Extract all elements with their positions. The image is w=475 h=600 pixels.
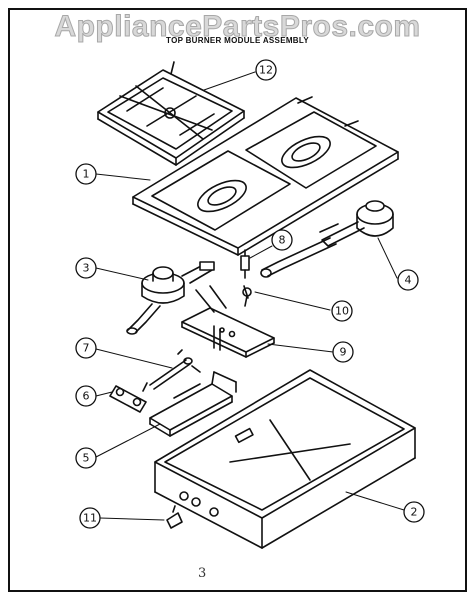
callout-circle-6 xyxy=(75,385,97,407)
cooktop-panel-part xyxy=(132,96,399,256)
leader-lines xyxy=(95,71,405,521)
small-fitting-part xyxy=(166,505,183,529)
electrode-part xyxy=(240,249,250,279)
callout-label-10: 10 xyxy=(335,305,349,318)
callout-label-8: 8 xyxy=(279,234,286,247)
left-burner-part xyxy=(126,261,215,335)
valve-part xyxy=(142,349,201,392)
grate-part xyxy=(97,61,245,166)
callout-circle-3 xyxy=(75,257,97,279)
callout-circle-8 xyxy=(271,229,293,251)
bracket-part xyxy=(181,285,275,358)
callout-label-1: 1 xyxy=(83,168,90,181)
callout-label-11: 11 xyxy=(83,512,97,525)
callout-label-7: 7 xyxy=(83,342,90,355)
callout-label-5: 5 xyxy=(83,452,90,465)
callout-label-9: 9 xyxy=(340,346,347,359)
page-border xyxy=(8,8,467,592)
mounting-bracket-part xyxy=(149,371,237,437)
callout-circle-9 xyxy=(332,341,354,363)
callout-circle-11 xyxy=(79,507,101,529)
callout-circle-1 xyxy=(75,163,97,185)
callout-circle-7 xyxy=(75,337,97,359)
igniter-part xyxy=(242,285,252,307)
drip-tray-part xyxy=(154,369,416,549)
page-mark: 3 xyxy=(198,566,207,581)
callout-circle-2 xyxy=(403,501,425,523)
callout-circle-5 xyxy=(75,447,97,469)
watermark-text: AppliancePartsPros.com xyxy=(54,10,421,44)
callout-circle-10 xyxy=(331,300,353,322)
callout-label-6: 6 xyxy=(83,390,90,403)
right-burner-part xyxy=(260,200,394,278)
callout-circle-12 xyxy=(255,59,277,81)
callout-label-12: 12 xyxy=(259,64,273,77)
callout-label-4: 4 xyxy=(405,274,412,287)
diagram-title: TOP BURNER MODULE ASSEMBLY xyxy=(166,36,309,45)
callout-label-3: 3 xyxy=(83,262,90,275)
callout-label-2: 2 xyxy=(411,506,418,519)
connector-part xyxy=(109,385,147,413)
callout-circle-4 xyxy=(397,269,419,291)
